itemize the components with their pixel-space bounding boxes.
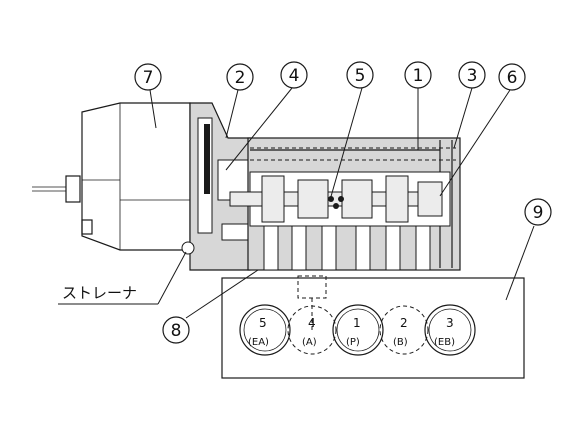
port-4-a [287, 305, 337, 355]
callout-1-number: 1 [413, 66, 424, 86]
callout-5: 5 [346, 61, 374, 89]
port-4-name: (A) [302, 337, 317, 348]
callout-7: 7 [134, 63, 162, 91]
callout-4: 4 [280, 61, 308, 89]
solenoid-coil [32, 102, 191, 251]
port-2-number: 2 [400, 316, 408, 330]
port-2-b [379, 305, 429, 355]
sub-plate [221, 275, 525, 379]
spool [229, 175, 443, 223]
callout-2-number: 2 [235, 68, 246, 88]
port-1-name: (P) [346, 337, 360, 348]
callout-8-number: 8 [171, 321, 182, 341]
callout-9-number: 9 [533, 203, 544, 223]
callout-4-number: 4 [289, 66, 300, 86]
port-5-name: (EA) [248, 337, 269, 348]
port-2-name: (B) [393, 337, 408, 348]
callout-3: 3 [458, 61, 486, 89]
port-5-ea [239, 304, 291, 356]
callout-6-number: 6 [507, 68, 518, 88]
port-1-number: 1 [353, 316, 361, 330]
callout-5-number: 5 [355, 66, 366, 86]
strainer-label: ストレーナ [62, 284, 137, 302]
callout-1: 1 [404, 61, 432, 89]
callout-3-number: 3 [467, 66, 478, 86]
pilot-valve [181, 102, 251, 271]
callout-2: 2 [226, 63, 254, 91]
leader-lines [58, 87, 535, 319]
callout-9: 9 [524, 198, 552, 226]
port-passages [263, 225, 431, 271]
port-1-p [332, 304, 384, 356]
callout-8: 8 [162, 316, 190, 344]
port-3-eb [424, 304, 476, 356]
port-5-number: 5 [259, 316, 267, 330]
callout-6: 6 [498, 63, 526, 91]
port-3-number: 3 [446, 316, 454, 330]
port-3-name: (EB) [434, 337, 455, 348]
callout-7-number: 7 [143, 68, 154, 88]
port-4-number: 4 [308, 316, 316, 330]
